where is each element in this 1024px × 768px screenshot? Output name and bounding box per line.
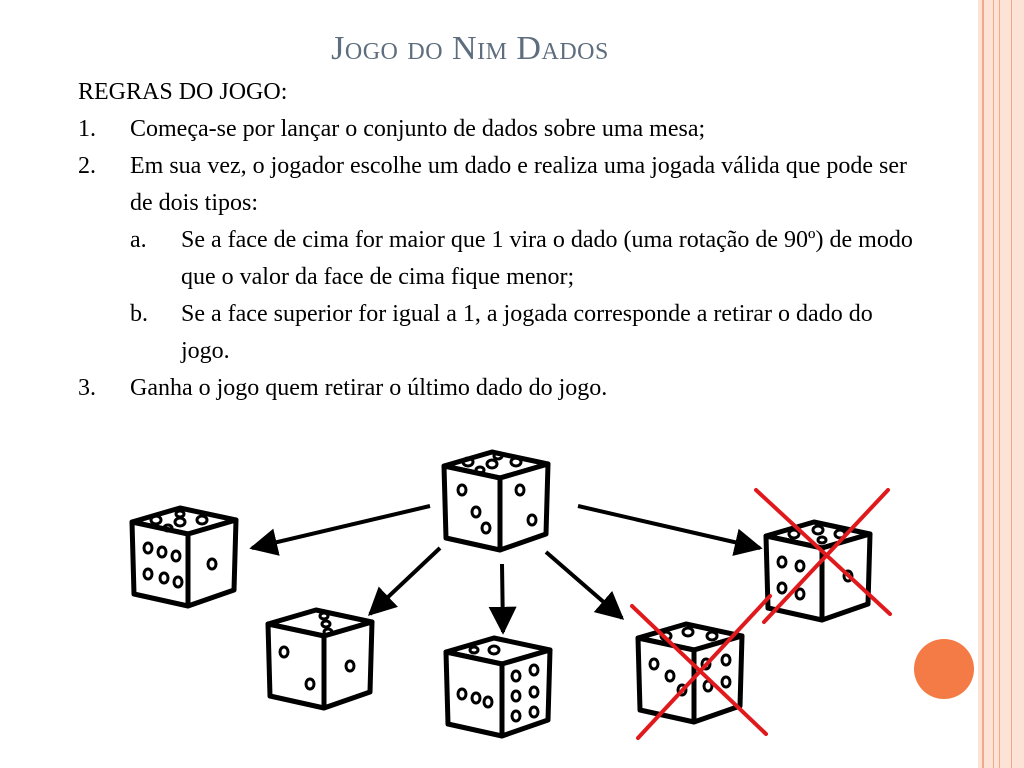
rule-text: Se a face de cima for maior que 1 vira o…	[181, 227, 913, 290]
cross-mark	[754, 488, 892, 624]
die	[446, 638, 550, 736]
die	[638, 624, 742, 722]
die	[132, 508, 236, 606]
rule-text: Começa-se por lançar o conjunto de dados…	[130, 116, 706, 142]
border-line	[999, 0, 1000, 768]
border-line	[993, 0, 994, 768]
border-line	[982, 0, 984, 768]
arrow	[488, 563, 517, 635]
rules-heading: REGRAS DO JOGO:	[78, 79, 288, 105]
rule-text: Ganha o jogo quem retirar o último dado …	[130, 375, 608, 401]
arrow	[249, 504, 431, 556]
rule-text: Se a face superior for igual a 1, a joga…	[181, 301, 873, 364]
decorative-circle	[914, 639, 974, 699]
rule-subitem: a. Se a face de cima for maior que 1 vir…	[130, 222, 918, 296]
arrow	[544, 550, 625, 620]
rule-item: 3. Ganha o jogo quem retirar o último da…	[78, 370, 918, 407]
slide-border-band	[978, 0, 1024, 768]
rule-subitem: b. Se a face superior for igual a 1, a j…	[130, 296, 918, 370]
die	[766, 522, 870, 620]
rule-text: Em sua vez, o jogador escolhe um dado e …	[130, 153, 908, 216]
cross-mark	[630, 594, 772, 740]
rules-text: REGRAS DO JOGO: 1. Começa-se por lançar …	[78, 74, 918, 407]
die	[268, 610, 372, 708]
rule-number: 1.	[78, 116, 96, 142]
slide-title: Jogo do Nim Dados	[331, 30, 609, 67]
arrow	[367, 546, 442, 616]
rule-number: a.	[130, 227, 147, 253]
rule-item: 1. Começa-se por lançar o conjunto de da…	[78, 111, 918, 148]
rule-number: 3.	[78, 375, 96, 401]
rule-number: 2.	[78, 153, 96, 179]
rule-item: 2. Em sua vez, o jogador escolhe um dado…	[78, 148, 918, 222]
arrow	[577, 504, 763, 556]
die	[444, 452, 548, 550]
rule-number: b.	[130, 301, 148, 327]
border-line	[1011, 0, 1012, 768]
